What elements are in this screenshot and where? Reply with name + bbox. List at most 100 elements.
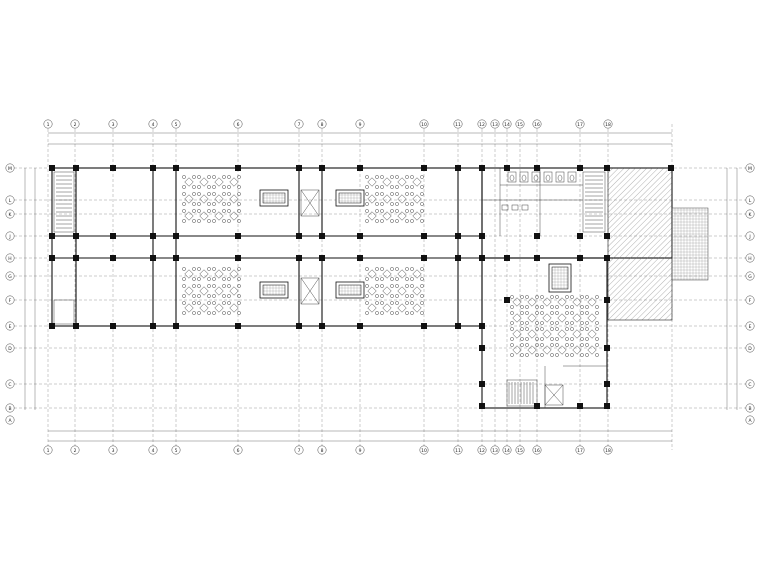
axis-top-label: 8 <box>321 122 324 128</box>
axis-bottom-label: 16 <box>534 448 540 454</box>
axis-bottom-label: 15 <box>517 448 523 454</box>
axis-top-label: 10 <box>421 122 427 128</box>
axis-right-bubble <box>745 321 755 331</box>
axis-right-bubble <box>745 195 755 205</box>
axis-top-label: 18 <box>605 122 611 128</box>
axis-left-label: B <box>8 406 11 412</box>
axis-right-bubble <box>745 403 755 413</box>
axis-left-label: H <box>8 256 11 262</box>
axis-top-label: 3 <box>112 122 115 128</box>
axis-right-bubble <box>745 415 755 425</box>
axis-bottom-label: 6 <box>237 448 240 454</box>
axis-top-bubble <box>355 119 365 129</box>
axis-right-bubble <box>745 343 755 353</box>
axis-bottom-bubble <box>148 445 158 455</box>
axis-bottom-label: 1 <box>47 448 50 454</box>
axis-top-label: 5 <box>175 122 178 128</box>
axis-right-bubble <box>745 379 755 389</box>
axis-bottom-bubble <box>317 445 327 455</box>
axis-bottom-label: 13 <box>492 448 498 454</box>
restroom-fixtures <box>501 171 577 211</box>
axis-left-label: M <box>8 166 12 172</box>
axis-top-label: 7 <box>298 122 301 128</box>
axis-top-label: 13 <box>492 122 498 128</box>
building-walls <box>51 167 673 409</box>
axis-left-bubble <box>5 321 15 331</box>
axis-top-bubble <box>490 119 500 129</box>
axis-left-label: L <box>9 198 12 204</box>
axis-bottom-bubble <box>70 445 80 455</box>
axis-bottom-bubble <box>490 445 500 455</box>
axis-left-label: G <box>8 274 12 280</box>
axis-bottom-label: 3 <box>112 448 115 454</box>
grating-platform <box>671 207 709 281</box>
axis-left-bubble <box>5 271 15 281</box>
axis-bottom-label: 7 <box>298 448 301 454</box>
axis-top-bubble <box>575 119 585 129</box>
axis-top-bubble <box>515 119 525 129</box>
axis-left-bubble <box>5 403 15 413</box>
axis-top-label: 11 <box>455 122 461 128</box>
axis-top-label: 9 <box>359 122 362 128</box>
axis-bottom-label: 10 <box>421 448 427 454</box>
axis-right-label: D <box>748 346 752 352</box>
axis-bottom-label: 11 <box>455 448 461 454</box>
axis-right-bubble <box>745 295 755 305</box>
axis-bottom-bubble <box>515 445 525 455</box>
axis-top-bubble <box>532 119 542 129</box>
axis-bottom-bubble <box>171 445 181 455</box>
axis-left-bubble <box>5 231 15 241</box>
axis-top-bubble <box>70 119 80 129</box>
axis-top-label: 4 <box>152 122 155 128</box>
axis-top-bubble <box>233 119 243 129</box>
axis-bottom-label: 9 <box>359 448 362 454</box>
axis-bottom-bubble <box>294 445 304 455</box>
axis-right-label: G <box>748 274 752 280</box>
desk-clusters <box>182 175 599 357</box>
axis-top-label: 15 <box>517 122 523 128</box>
axis-top-bubble <box>477 119 487 129</box>
axis-bottom-bubble <box>575 445 585 455</box>
feature-blocks <box>259 189 572 299</box>
axis-bottom-label: 5 <box>175 448 178 454</box>
axis-bottom-bubble <box>532 445 542 455</box>
axis-right-label: A <box>748 418 752 424</box>
axis-top-label: 12 <box>479 122 485 128</box>
axis-right-label: M <box>748 166 752 172</box>
axis-right-bubble <box>745 163 755 173</box>
axis-top-label: 16 <box>534 122 540 128</box>
axis-bottom-label: 8 <box>321 448 324 454</box>
axis-bottom-bubble <box>233 445 243 455</box>
axis-top-bubble <box>108 119 118 129</box>
axis-bottom-label: 4 <box>152 448 155 454</box>
axis-left-label: J <box>8 234 10 240</box>
axis-top-bubble <box>603 119 613 129</box>
axis-top-label: 17 <box>577 122 583 128</box>
structural-columns <box>49 165 674 409</box>
axis-bottom-label: 18 <box>605 448 611 454</box>
axis-top-bubble <box>453 119 463 129</box>
axis-bottom-bubble <box>43 445 53 455</box>
axis-bottom-bubble <box>603 445 613 455</box>
axis-top-label: 14 <box>504 122 510 128</box>
axis-bottom-bubble <box>419 445 429 455</box>
axis-left-bubble <box>5 415 15 425</box>
hatched-zone <box>607 167 673 321</box>
axis-left-bubble <box>5 253 15 263</box>
axis-left-label: K <box>9 212 13 218</box>
axis-left-bubble <box>5 343 15 353</box>
axis-bottom-bubble <box>108 445 118 455</box>
axis-bottom-bubble <box>502 445 512 455</box>
axis-right-bubble <box>745 253 755 263</box>
axis-right-label: K <box>749 212 753 218</box>
axis-left-label: C <box>8 382 11 388</box>
axis-right-label: C <box>748 382 751 388</box>
axis-bottom-bubble <box>477 445 487 455</box>
axis-right-label: H <box>748 256 751 262</box>
axis-left-bubble <box>5 163 15 173</box>
axis-left-label: A <box>8 418 12 424</box>
axis-top-label: 2 <box>74 122 77 128</box>
